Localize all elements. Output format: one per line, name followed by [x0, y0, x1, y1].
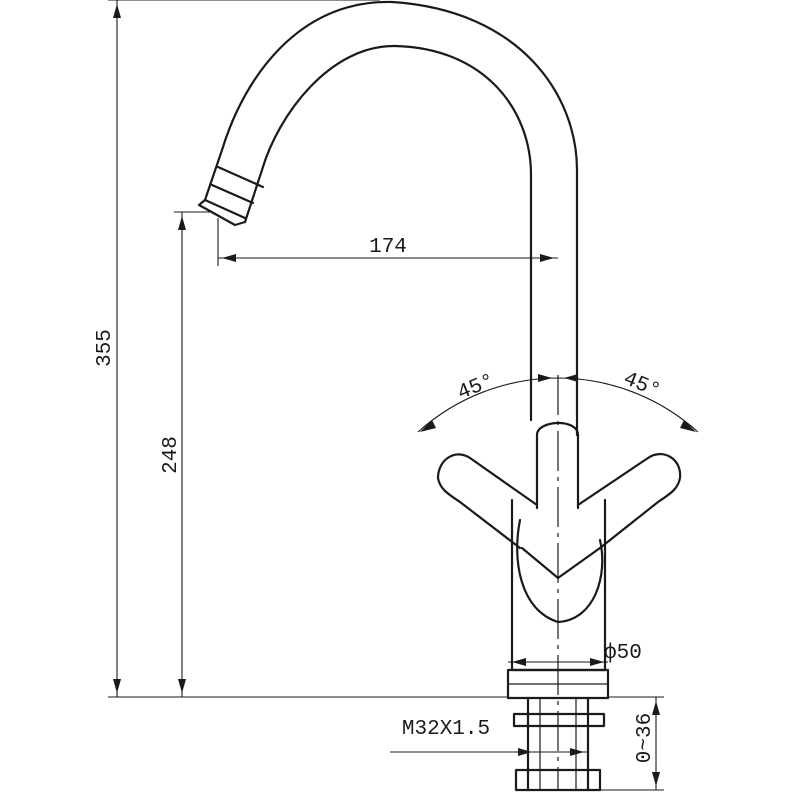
dim-spout-height-label: 248: [160, 436, 183, 474]
dim-thread: M32X1.5: [390, 718, 588, 756]
mixer-cap: [535, 421, 580, 510]
dim-spout-reach-label: 174: [369, 236, 407, 259]
fixing-nut: [514, 768, 602, 792]
spout-inner-contour: [243, 44, 533, 422]
dim-angle-right-label: 45°: [620, 368, 664, 403]
faucet-body: [197, 0, 682, 792]
spout-outer-contour: [203, 0, 579, 437]
spout-aerator: [197, 165, 265, 227]
dim-base-diameter-label: ф50: [604, 642, 642, 665]
left-handle: [436, 453, 539, 550]
mixer-joint-vee: [520, 546, 602, 580]
fixing-washer: [512, 712, 606, 728]
dim-spout-height: 248: [160, 211, 210, 697]
mixer-joint: [516, 518, 604, 624]
dim-mount-range-label: 0~36: [634, 713, 657, 763]
dim-angle-left-label: 45°: [454, 370, 498, 405]
dim-mount-range: 0~36: [600, 696, 664, 791]
dim-total-height: 355: [94, 0, 508, 698]
dim-base-diameter: ф50: [508, 642, 642, 666]
dim-thread-label: M32X1.5: [402, 718, 490, 741]
spout-aerator-ring: [210, 183, 255, 205]
right-handle: [576, 452, 682, 550]
dim-spout-reach: 174: [217, 218, 558, 266]
dim-total-height-label: 355: [94, 329, 117, 367]
